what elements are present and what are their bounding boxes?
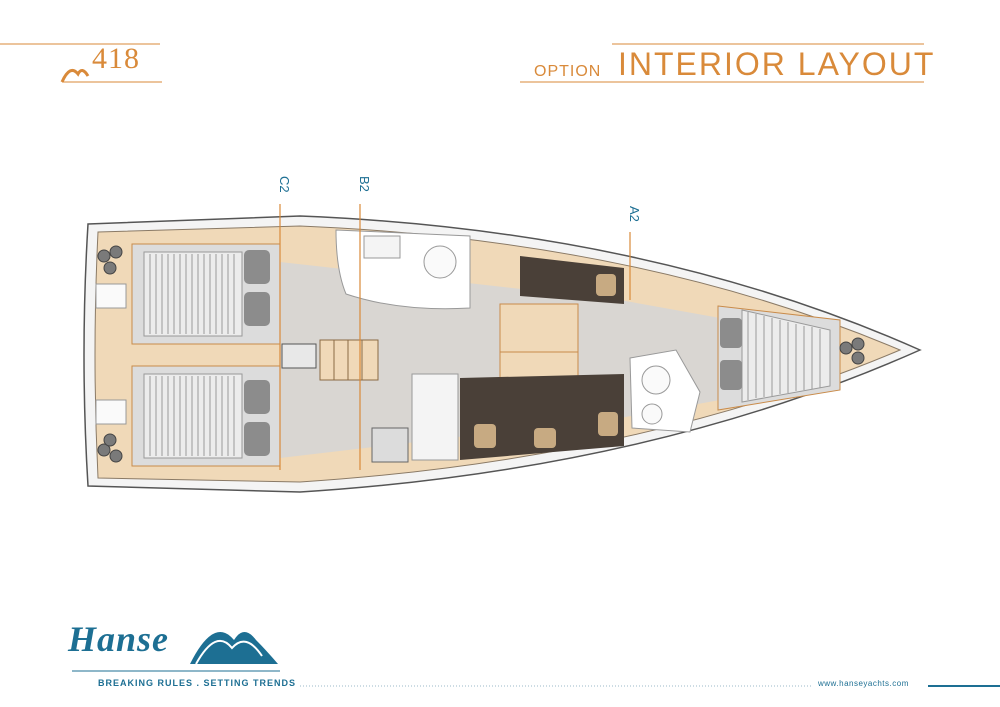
winches-bow (839, 337, 865, 365)
website-link[interactable]: www.hanseyachts.com (818, 679, 909, 688)
section-marker-a: A2 (627, 206, 642, 222)
model-number: 418 (92, 42, 140, 75)
companionway-stairs (319, 339, 379, 381)
brand-logo-text: Hanse (68, 619, 170, 659)
nav-station (281, 343, 317, 369)
brand-tagline: BREAKING RULES . SETTING TRENDS (98, 678, 297, 688)
page-title: INTERIOR LAYOUT (618, 46, 936, 82)
section-marker-c: C2 (277, 176, 292, 193)
bunk-forward (720, 309, 831, 403)
sofa-starboard (460, 374, 624, 460)
bunk-aft-port (143, 250, 270, 337)
option-label: OPTION (534, 63, 602, 80)
section-marker-b: B2 (357, 176, 372, 192)
winches-aft (97, 245, 123, 463)
galley (411, 373, 459, 461)
bunk-aft-starboard (143, 373, 270, 459)
